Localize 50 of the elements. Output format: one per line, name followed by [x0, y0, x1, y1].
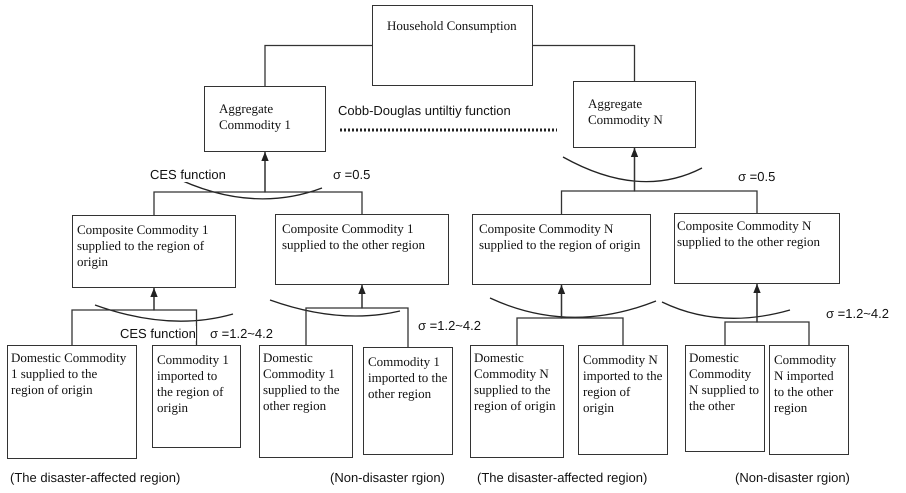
annotation-text: σ =0.5: [738, 169, 776, 184]
box-text: Commodity 1 imported to the other region: [368, 354, 448, 402]
box-text: Household Consumption: [387, 18, 517, 34]
box: [152, 345, 241, 448]
annotation-text: (Non-disaster rgion): [735, 470, 850, 485]
box: [470, 345, 564, 458]
arrow: [150, 288, 198, 345]
arrow: [558, 285, 624, 345]
annotation-text: σ =0.5: [333, 167, 370, 182]
box-text: Aggregate Commodity 1: [219, 101, 292, 133]
box-text: Domestic Commodity N supplied to the region of origin: [474, 350, 557, 414]
box: [472, 214, 651, 285]
box: [372, 5, 533, 86]
box: [7, 345, 137, 459]
box-text: Domestic Commodity 1 supplied to the other region: [263, 350, 341, 414]
box: [259, 345, 353, 458]
box: [674, 213, 840, 284]
box: [363, 347, 453, 455]
annotation-text: (The disaster-affected region): [477, 470, 648, 485]
box-text: Domestic Commodity N supplied to the other: [689, 350, 760, 414]
box-text: Composite Commodity 1 supplied to the other region: [282, 221, 426, 253]
box: [769, 345, 849, 455]
annotation-text: CES function: [150, 167, 226, 182]
box: [685, 345, 765, 452]
annotation-text: (Non-disaster rgion): [330, 470, 445, 485]
arrow: [753, 284, 810, 345]
box: [275, 214, 449, 285]
box-text: Composite Commodity 1 supplied to the region of origin: [77, 222, 210, 270]
connector-line: [264, 44, 372, 86]
box-text: Commodity N imported to the other region: [774, 352, 838, 416]
annotation-text: σ =1.2~4.2: [826, 306, 889, 321]
annotation-text: CES function: [120, 326, 196, 341]
connector-line: [533, 44, 636, 81]
box: [204, 86, 326, 152]
annotation-text: Cobb-Douglas untiltiy function: [338, 103, 511, 118]
box-text: Composite Commodity N supplied to the region of origin: [479, 221, 642, 253]
box-text: Commodity 1 imported to the region of origin: [157, 352, 230, 416]
box: [72, 215, 236, 288]
box: [578, 345, 668, 455]
annotation-text: σ =1.2~4.2: [418, 318, 481, 333]
box-text: Aggregate Commodity N: [588, 96, 664, 128]
box-text: Commodity N imported to the region of origin: [583, 352, 663, 416]
box-text: Composite Commodity N supplied to the other region: [677, 218, 821, 250]
arrow: [358, 285, 409, 347]
annotation-text: (The disaster-affected region): [10, 470, 180, 485]
arrow: [630, 148, 758, 213]
box-text: Domestic Commodity 1 supplied to the region of origin: [11, 350, 128, 398]
box: [573, 81, 696, 148]
arrow: [261, 152, 363, 214]
annotation-text: σ =1.2~4.2: [210, 326, 273, 341]
